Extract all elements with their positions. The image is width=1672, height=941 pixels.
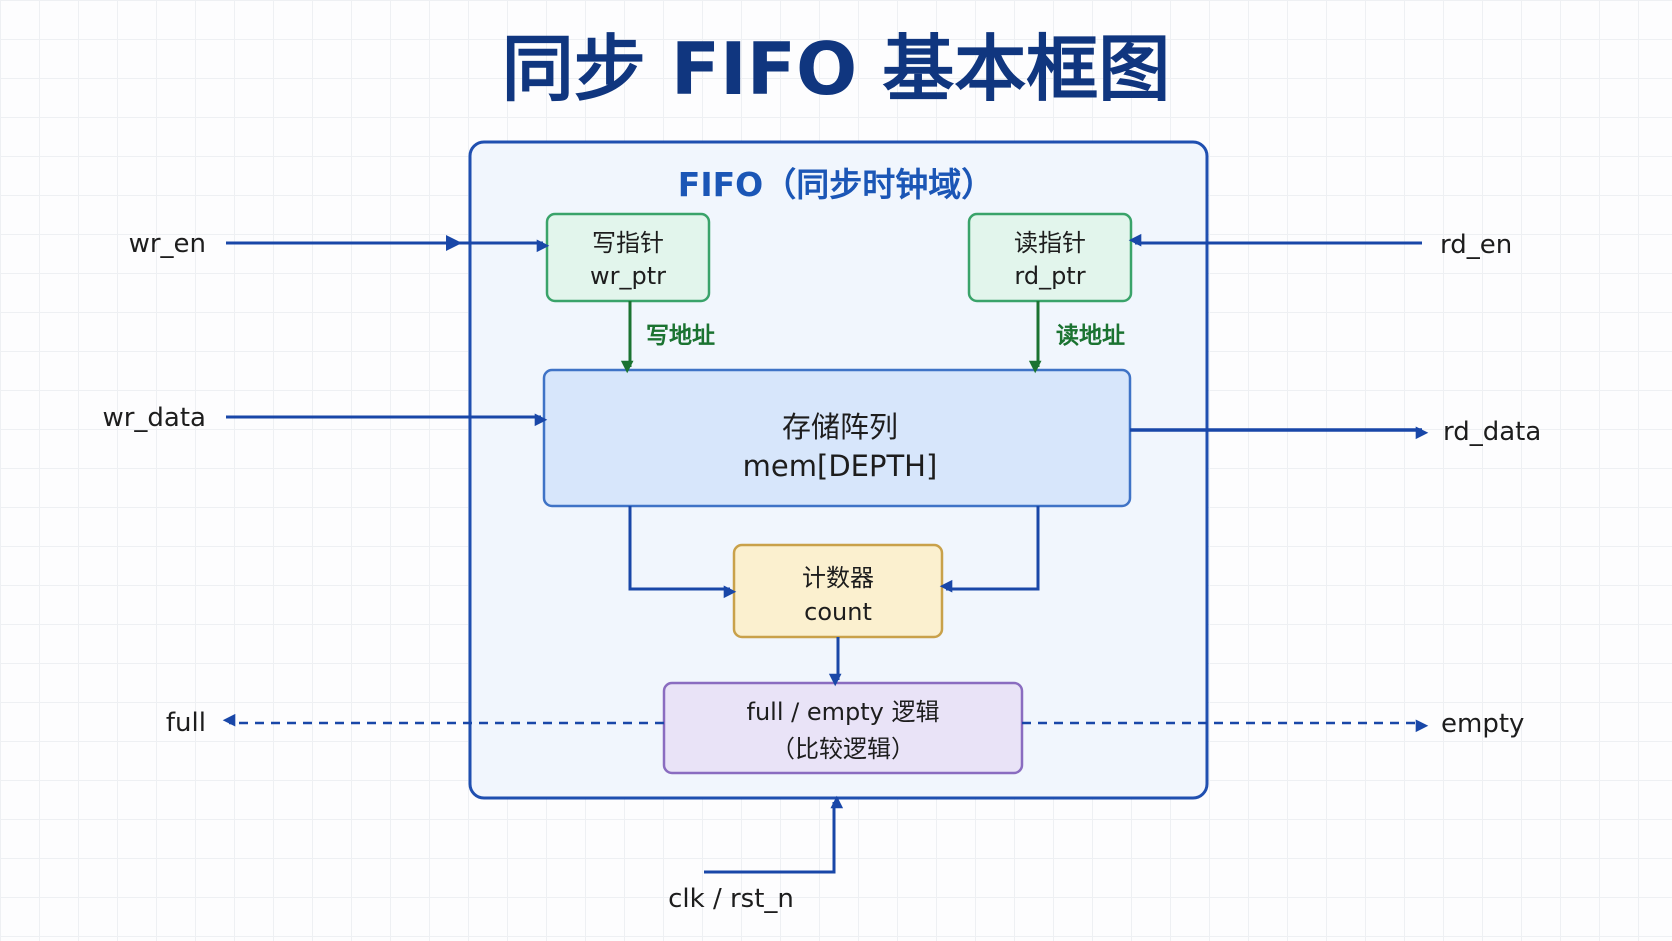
flag-logic-note: （比较逻辑） (771, 735, 915, 763)
signal-wr-data: wr_data (102, 403, 206, 433)
memory-array-label: 存储阵列 (782, 410, 898, 444)
memory-array-name: mem[DEPTH] (743, 449, 938, 483)
read-pointer-name: rd_ptr (1014, 262, 1085, 290)
fifo-container-title: FIFO（同步时钟域） (678, 165, 994, 204)
flag-logic-block (662, 681, 1024, 775)
signal-rd-data: rd_data (1443, 417, 1541, 447)
clk-rst-arrow (704, 795, 844, 874)
signal-wr-en: wr_en (129, 229, 206, 259)
flag-logic-label: full / empty 逻辑 (747, 698, 940, 726)
write-count-connector (628, 506, 737, 599)
read-pointer-label: 读指针 (1014, 229, 1086, 257)
read-address-label: 读地址 (1056, 323, 1125, 349)
wr-en-boundary-chevron (446, 235, 462, 251)
counter-name: count (804, 598, 872, 626)
signal-rd-en: rd_en (1440, 230, 1512, 260)
counter-label: 计数器 (802, 564, 874, 592)
read-count-connector (939, 506, 1040, 593)
signal-clk-rst: clk / rst_n (668, 884, 794, 914)
memory-array-block (542, 368, 1132, 508)
read-pointer-block (967, 212, 1133, 303)
write-address-label: 写地址 (646, 323, 715, 349)
signal-full: full (166, 708, 206, 738)
write-pointer-label: 写指针 (592, 229, 664, 257)
signal-empty: empty (1441, 709, 1524, 739)
diagram-title: 同步 FIFO 基本框图 (502, 27, 1171, 111)
write-pointer-name: wr_ptr (590, 262, 666, 290)
write-pointer-block (545, 212, 711, 303)
